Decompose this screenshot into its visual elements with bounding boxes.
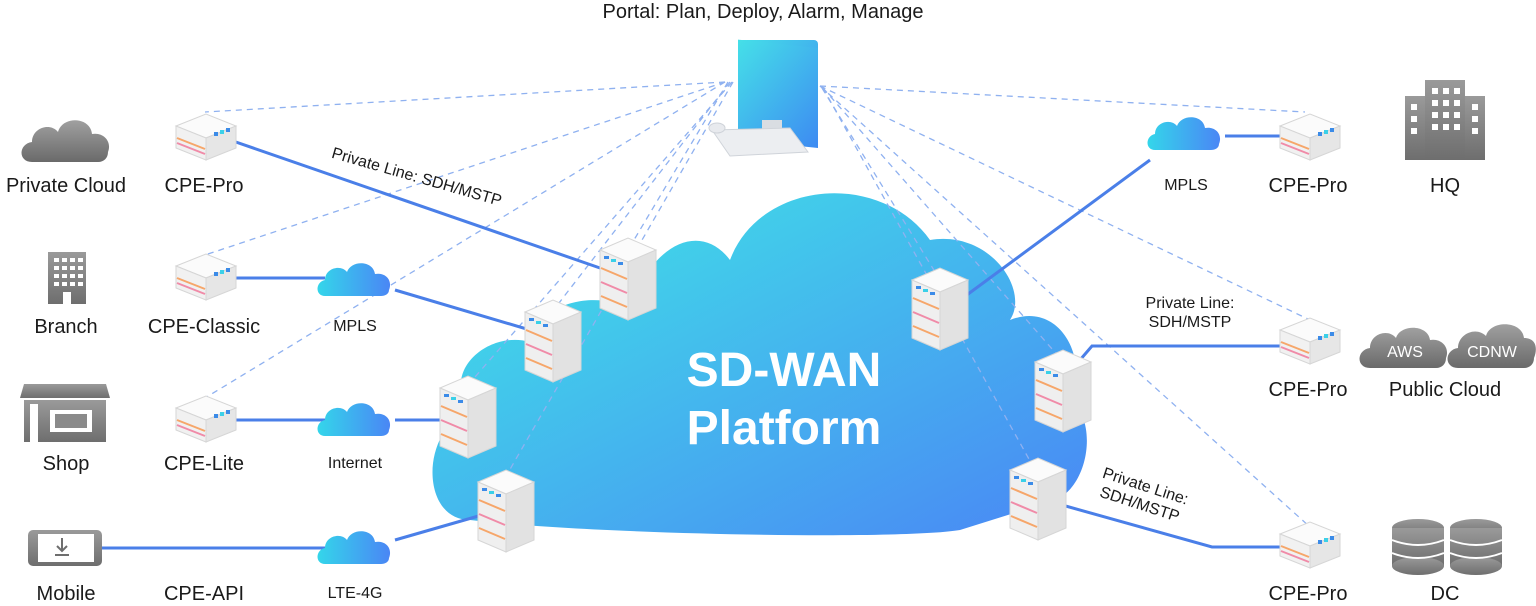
device-label-cpe-classic: CPE-Classic bbox=[147, 316, 261, 338]
site-label-private-cloud: Private Cloud bbox=[5, 175, 127, 197]
cpe-device-icon bbox=[175, 113, 237, 161]
cpe-device-icon bbox=[1279, 521, 1341, 569]
site-label-mobile: Mobile bbox=[36, 583, 96, 605]
site-label-dc: DC bbox=[1430, 583, 1460, 605]
office-building-icon bbox=[1405, 80, 1485, 160]
aws-label: AWS bbox=[1387, 344, 1423, 361]
lte-cloud-icon bbox=[317, 531, 391, 564]
database-icon bbox=[1391, 519, 1503, 575]
mpls-cloud-icon bbox=[1147, 117, 1221, 150]
platform-title-line1: SD-WAN bbox=[686, 344, 882, 397]
mobile-phone-icon bbox=[28, 530, 102, 566]
cpe-device-icon bbox=[175, 395, 237, 443]
aws-cloud-icon bbox=[1359, 327, 1448, 368]
portal-monitor-icon[interactable] bbox=[708, 39, 818, 157]
cdnw-label: CDNW bbox=[1467, 344, 1517, 361]
site-label-shop: Shop bbox=[42, 453, 90, 475]
cpe-device-icon bbox=[1279, 113, 1341, 161]
link-label-internet: Internet bbox=[327, 455, 383, 472]
link-label-mpls: MPLS bbox=[333, 318, 377, 335]
building-icon bbox=[48, 252, 86, 304]
link-label-private-line-public-cloud: Private Line: SDH/MSTP bbox=[1145, 295, 1235, 332]
server-rack-icon bbox=[599, 237, 657, 321]
device-label-cpe-pro-dc: CPE-Pro bbox=[1268, 583, 1348, 605]
wan-links bbox=[100, 134, 1285, 550]
platform-title: SD-WAN Platform bbox=[687, 342, 882, 457]
link-label-mpls-hq: MPLS bbox=[1164, 177, 1208, 194]
platform-title-line2: Platform bbox=[686, 401, 882, 455]
server-rack-icon bbox=[1009, 457, 1067, 541]
server-rack-icon bbox=[477, 469, 535, 553]
link-label-lte: LTE-4G bbox=[327, 585, 383, 602]
device-label-cpe-pro-public-cloud: CPE-Pro bbox=[1268, 379, 1348, 401]
site-label-hq: HQ bbox=[1430, 175, 1460, 197]
portal-label: Portal: Plan, Deploy, Alarm, Manage bbox=[602, 1, 924, 23]
shop-icon bbox=[20, 384, 110, 442]
device-label-cpe-api: CPE-API bbox=[163, 583, 245, 605]
cpe-device-icon bbox=[175, 253, 237, 301]
device-label-cpe-pro-hq: CPE-Pro bbox=[1268, 175, 1348, 197]
server-rack-icon bbox=[1034, 349, 1092, 433]
device-label-cpe-lite: CPE-Lite bbox=[163, 453, 245, 475]
server-rack-icon bbox=[524, 299, 582, 383]
site-label-branch: Branch bbox=[34, 316, 98, 338]
cpe-device-icon bbox=[1279, 317, 1341, 365]
site-label-public-cloud: Public Cloud bbox=[1388, 379, 1502, 401]
server-rack-icon bbox=[911, 267, 969, 351]
server-rack-icon bbox=[439, 375, 497, 459]
internet-cloud-icon bbox=[317, 403, 391, 436]
cdnw-cloud-icon bbox=[1447, 324, 1536, 368]
mpls-cloud-icon bbox=[317, 263, 391, 296]
device-label-cpe-pro: CPE-Pro bbox=[164, 175, 244, 197]
management-links bbox=[204, 81, 1311, 528]
cloud-icon bbox=[21, 120, 110, 162]
